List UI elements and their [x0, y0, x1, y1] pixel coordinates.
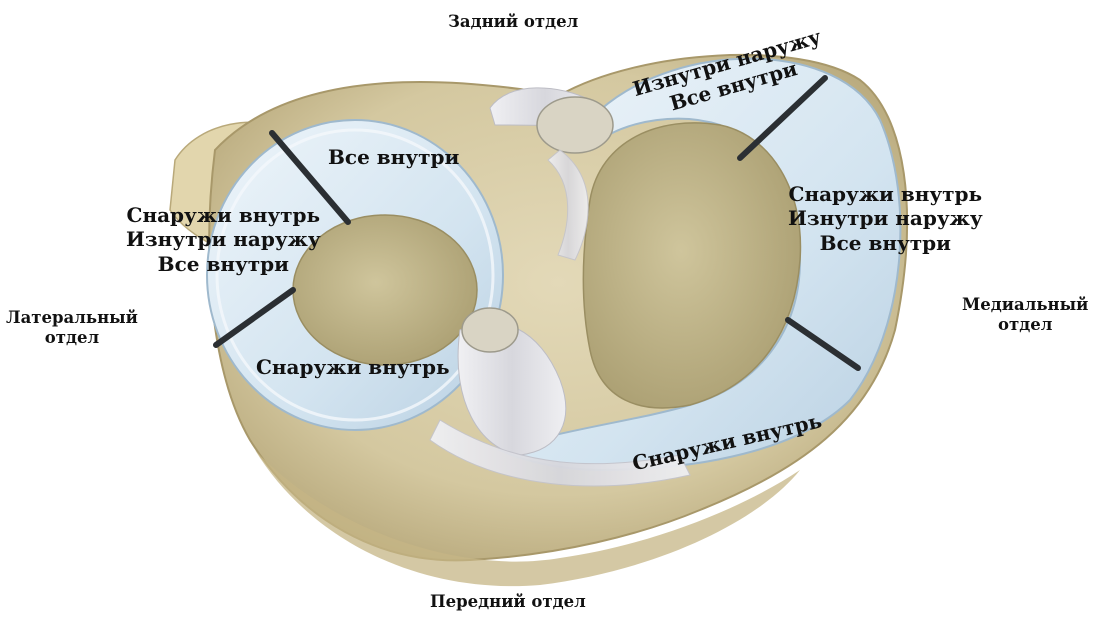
medial-direction-line-2: отдел [962, 315, 1088, 335]
medial-middle-zone-label: Снаружи внутрь Изнутри наружу Все внутри [788, 182, 983, 255]
medial-middle-zone-line-3: Все внутри [788, 231, 983, 255]
lateral-direction-line-1: Латеральный [6, 308, 138, 328]
lateral-middle-zone-label: Снаружи внутрь Изнутри наружу Все внутри [126, 203, 321, 276]
lateral-posterior-zone-label: Все внутри [328, 145, 459, 169]
lateral-middle-zone-line-3: Все внутри [126, 252, 321, 276]
lateral-direction-line-2: отдел [6, 328, 138, 348]
lateral-anterior-zone-line-1: Снаружи внутрь [256, 355, 450, 379]
posterior-direction-label: Задний отдел [448, 12, 578, 32]
anterior-direction-label: Передний отдел [430, 592, 586, 612]
lateral-anterior-zone-label: Снаружи внутрь [256, 355, 450, 379]
lateral-middle-zone-line-1: Снаружи внутрь [126, 203, 321, 227]
lateral-middle-zone-line-2: Изнутри наружу [126, 227, 321, 251]
medial-middle-zone-line-1: Снаружи внутрь [788, 182, 983, 206]
medial-middle-zone-line-2: Изнутри наружу [788, 206, 983, 230]
medial-direction-line-1: Медиальный [962, 295, 1088, 315]
lateral-direction-label: Латеральный отдел [6, 308, 138, 348]
lateral-posterior-zone-line-1: Все внутри [328, 145, 459, 169]
anterior-ligament-stump [462, 308, 518, 352]
medial-direction-label: Медиальный отдел [962, 295, 1088, 335]
posterior-ligament-stump [537, 97, 613, 153]
